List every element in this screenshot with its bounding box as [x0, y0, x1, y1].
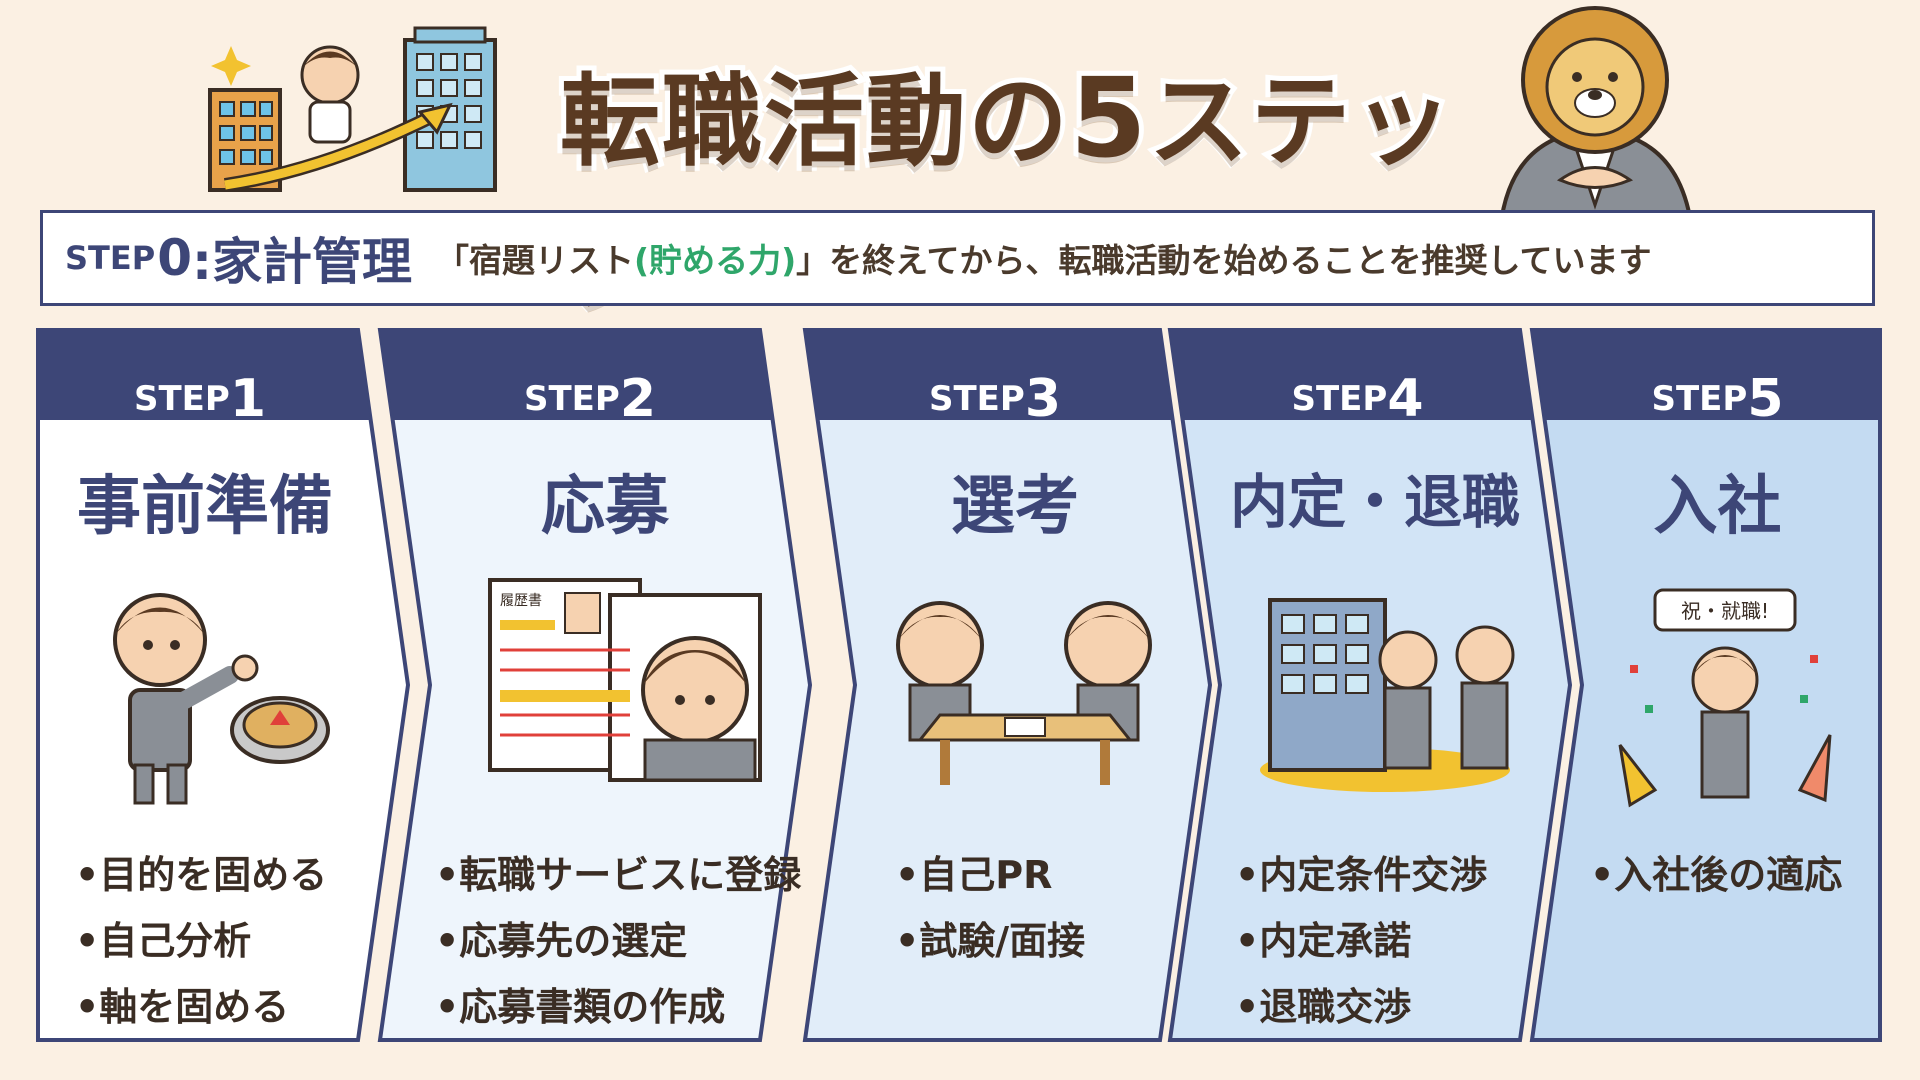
step5-name: 入社	[1653, 470, 1782, 544]
step1-name: 事前準備	[77, 470, 333, 544]
list-item: •内定承諾	[1235, 919, 1412, 963]
resume-label: 履歴書	[500, 593, 542, 609]
step4-items: •内定条件交渉 •内定承諾 •退職交渉	[1235, 842, 1535, 1040]
step5-items: •入社後の適応	[1590, 842, 1870, 908]
list-item: •試験/面接	[895, 919, 1086, 963]
list-item: •入社後の適応	[1590, 853, 1843, 897]
celebration-illustration: 祝・就職!	[1618, 588, 1832, 808]
list-item: •軸を固める	[75, 985, 290, 1029]
list-item: •退職交渉	[1235, 985, 1412, 1029]
step3-number: 3	[1024, 369, 1061, 429]
step4-name: 内定・退職	[1229, 468, 1520, 536]
step3-label: STEP	[928, 379, 1025, 419]
step0-label: STEP	[65, 239, 156, 277]
step1-items: •目的を固める •自己分析 •軸を固める	[75, 842, 365, 1040]
step2-name: 応募	[541, 470, 669, 544]
resume-writing-illustration: 履歴書	[488, 578, 762, 782]
step5-number: 5	[1747, 369, 1784, 429]
list-item: •自己PR	[895, 853, 1053, 897]
step0-number: 0	[157, 229, 192, 287]
step1-number: 1	[229, 369, 266, 429]
list-item: •目的を固める	[75, 853, 328, 897]
career-jump-illustration	[208, 26, 497, 192]
title-number: 5	[1065, 49, 1152, 187]
step0-desc-post: 」を終えてから、転職活動を始めることを推奨しています	[796, 241, 1652, 280]
step3-items: •自己PR •試験/面接	[895, 842, 1185, 974]
title-main: 転職活動の	[555, 58, 1073, 185]
step0-title: :家計管理	[191, 233, 412, 291]
banner-text: 祝・就職!	[1681, 599, 1769, 623]
lion-mascot-illustration	[1497, 6, 1695, 230]
step0-desc-highlight: (貯める力)	[633, 241, 797, 280]
step5-label: STEP	[1651, 379, 1748, 419]
list-item: •自己分析	[75, 919, 252, 963]
step1-label: STEP	[133, 379, 230, 419]
list-item: •内定条件交渉	[1235, 853, 1488, 897]
list-item: •応募先の選定	[435, 919, 688, 963]
step0-desc-pre: 「宿題リスト	[435, 241, 634, 280]
list-item: •応募書類の作成	[435, 985, 726, 1029]
handshake-building-illustration	[1260, 598, 1515, 792]
step3-name: 選考	[951, 470, 1079, 544]
interview-illustration	[896, 601, 1152, 785]
step2-label: STEP	[523, 379, 620, 419]
compass-person-illustration	[113, 593, 330, 805]
step3-panel	[802, 328, 1213, 1042]
step2-items: •転職サービスに登録 •応募先の選定 •応募書類の作成	[435, 842, 802, 1040]
step2-number: 2	[619, 369, 656, 429]
step0-banner: STEP 0 :家計管理 「宿題リスト(貯める力)」を終えてから、転職活動を始め…	[40, 210, 1875, 306]
step4-number: 4	[1387, 369, 1424, 429]
list-item: •転職サービスに登録	[435, 853, 802, 897]
step4-label: STEP	[1291, 379, 1388, 419]
step0-description: 「宿題リスト(貯める力)」を終えてから、転職活動を始めることを推奨しています	[436, 234, 1652, 282]
